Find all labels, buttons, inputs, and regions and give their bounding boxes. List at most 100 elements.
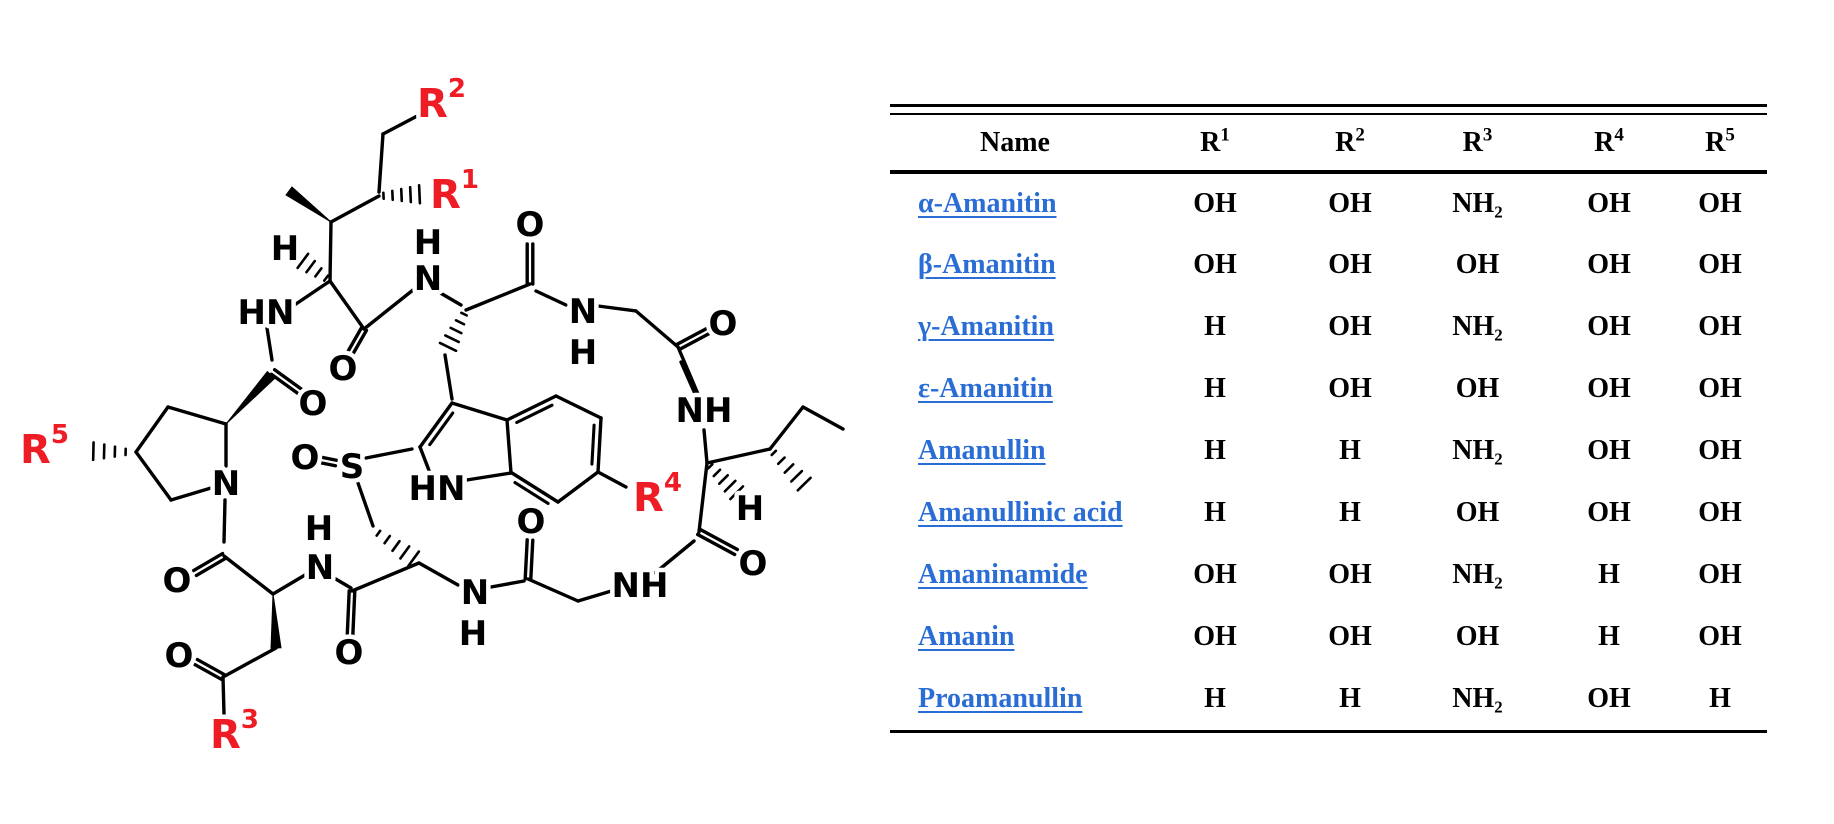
r3-value-cell: NH₂ [1452,559,1503,590]
bond-line [305,259,317,274]
r2-value-cell: OH [1328,373,1372,404]
bond-line [653,539,696,575]
bond-line [676,345,700,396]
r4-value-cell: OH [1587,497,1631,528]
bond-line [271,573,307,596]
r1-value-cell: OH [1193,188,1237,219]
bond-line [272,368,306,393]
compound-link[interactable]: Amanullinic acid [918,497,1123,528]
compound-name-cell: Amanullinic acid [890,482,1140,544]
bond-line [345,589,351,638]
r4-value-cell: OH [1587,373,1631,404]
r4-value-cell: H [1598,559,1620,590]
r1-value-cell: H [1204,435,1226,466]
r1-value-cell: H [1204,311,1226,342]
bond-line [438,341,458,353]
bond-line [695,532,737,557]
bond-line [194,556,228,578]
bond-line [505,418,513,475]
compound-link[interactable]: α-Amanitin [918,188,1057,219]
substituent-label-R5: R5 [20,420,69,473]
table-top-double-rule [890,104,1767,115]
bond-line [375,529,382,537]
bond-line [222,554,275,596]
r4-value-cell: H [1598,621,1620,652]
bond-line [554,394,603,420]
atom-label-O: O [299,384,328,424]
atom-label-O: O [291,438,320,478]
compound-name-cell: Amaninamide [890,544,1140,606]
bond-line [596,304,638,313]
bond-line [526,577,580,603]
r2-value-cell: OH [1328,621,1372,652]
r1-value-cell: OH [1193,249,1237,280]
r3-value-cell: NH₂ [1452,188,1503,219]
bond-line [191,551,225,573]
bond-line [796,476,812,492]
bond-line [556,470,600,504]
bond-line [783,463,795,474]
compound-link[interactable]: ε-Amanitin [918,373,1053,404]
bond-line [350,561,421,593]
bond-line [381,112,423,136]
bond-line [328,279,366,331]
atom-label-N: N [569,292,597,332]
r3-value-cell: OH [1455,373,1500,404]
atom-label-O: O [329,349,358,389]
bond-line [705,447,772,465]
r5-value-cell: OH [1698,249,1742,280]
wedge-bond [285,186,332,223]
r2-value-cell: H [1339,435,1361,466]
atom-label-H: H [414,223,442,263]
bond-line [329,194,381,224]
r4-value-cell: OH [1587,249,1631,280]
r1-value-cell: H [1204,373,1226,404]
compound-link[interactable]: Proamanullin [918,683,1083,714]
bond-line [169,486,213,502]
r1-value-cell: H [1204,683,1226,714]
r3-value-cell: OH [1455,621,1500,652]
r3-value-cell: NH₂ [1452,435,1503,466]
bond-line [454,319,466,326]
atom-label-S: S [340,447,365,487]
compound-link[interactable]: Amaninamide [918,559,1088,590]
bond-line [343,325,364,358]
atom-label-HN: HN [238,293,295,333]
bond-line [166,405,228,426]
bond-line [383,534,392,545]
bond-line [351,589,357,638]
r5-value-cell: OH [1698,559,1742,590]
bond-line [221,646,278,679]
bond-line [698,527,740,552]
compound-link[interactable]: γ-Amanitin [918,311,1054,342]
r3-value-cell: NH₂ [1452,311,1503,342]
bond-line [674,326,709,347]
bond-line [510,471,560,504]
compound-link[interactable]: Amanullin [918,435,1046,466]
atom-label-H: H [271,229,299,269]
bond-line [590,423,596,466]
bond-line [801,405,845,431]
r3-value-cell: NH₂ [1452,683,1503,714]
bond-line [322,274,330,282]
bond-line [265,326,274,362]
bond-line [576,587,620,603]
col-header-r5: R5 [1673,115,1767,174]
r2-value-cell: OH [1328,559,1372,590]
col-header-r1: R1 [1140,115,1290,174]
r2-value-cell: H [1339,497,1361,528]
compound-name-cell: ε-Amanitin [890,358,1140,420]
bond-line [356,481,375,528]
bond-line [192,662,224,682]
r5-value-cell: OH [1698,373,1742,404]
compound-name-cell: γ-Amanitin [890,296,1140,358]
compound-name-cell: α-Amanitin [890,172,1140,234]
compound-link[interactable]: Amanin [918,621,1015,652]
compound-link[interactable]: β-Amanitin [918,249,1056,280]
bond-line [712,468,722,478]
